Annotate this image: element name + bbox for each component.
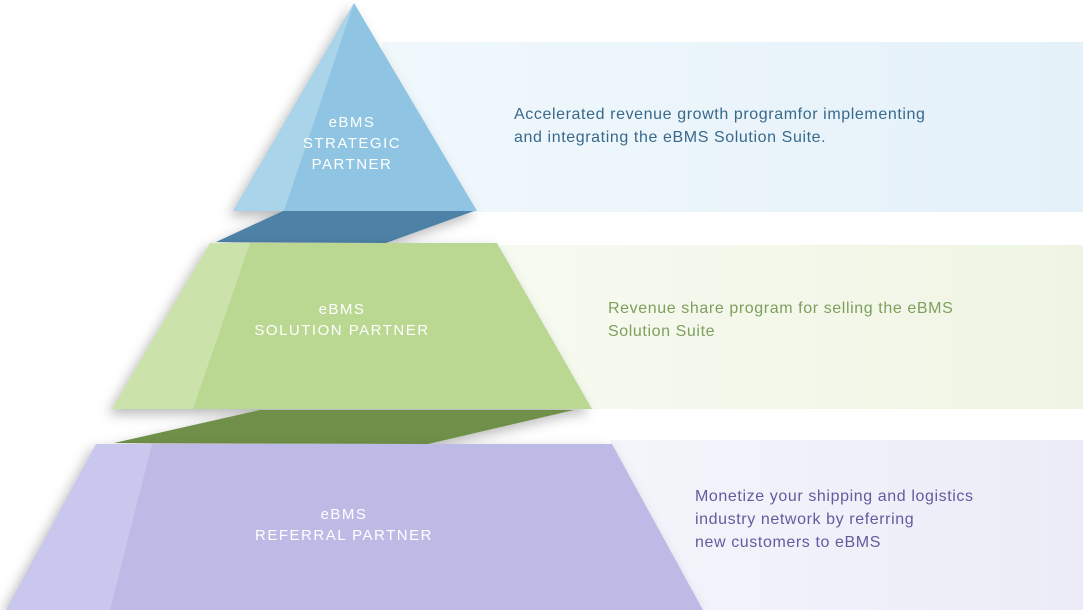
referral-desc-line2: industry network by referring bbox=[695, 511, 915, 528]
strategic-desc-line2: and integrating the eBMS Solution Suite. bbox=[514, 129, 827, 146]
solution-tier-description: Revenue share program for selling the eB… bbox=[608, 297, 953, 343]
referral-trapezoid-highlight bbox=[6, 444, 152, 610]
strategic-desc-line1: Accelerated revenue growth programfor im… bbox=[514, 106, 926, 123]
solution-tier-shape bbox=[112, 243, 592, 444]
referral-desc-line1: Monetize your shipping and logistics bbox=[695, 488, 974, 505]
strategic-tier-description: Accelerated revenue growth programfor im… bbox=[514, 103, 926, 149]
strategic-triangle-highlight bbox=[233, 3, 354, 211]
referral-label-line1: eBMS bbox=[320, 506, 368, 523]
solution-shadow-wedge bbox=[114, 410, 574, 444]
strategic-label-line1: eBMS bbox=[328, 114, 376, 131]
solution-desc-line1: Revenue share program for selling the eB… bbox=[608, 300, 954, 317]
strategic-tier-shape bbox=[216, 3, 477, 243]
solution-desc-line2: Solution Suite bbox=[608, 323, 716, 340]
referral-tier-description: Monetize your shipping and logistics ind… bbox=[695, 485, 974, 554]
solution-label-line2: SOLUTION PARTNER bbox=[254, 322, 430, 339]
referral-tier-shape bbox=[6, 444, 703, 610]
strategic-tier-label: eBMS STRATEGIC PARTNER bbox=[252, 112, 452, 175]
referral-label-line2: REFERRAL PARTNER bbox=[255, 527, 433, 544]
referral-tier-label: eBMS REFERRAL PARTNER bbox=[224, 504, 464, 546]
strategic-label-line2: STRATEGIC bbox=[302, 135, 402, 152]
strategic-label-line3: PARTNER bbox=[311, 156, 393, 173]
referral-desc-line3: new customers to eBMS bbox=[695, 534, 881, 551]
solution-trapezoid-highlight bbox=[112, 243, 250, 409]
referral-trapezoid bbox=[6, 444, 703, 610]
solution-panel bbox=[500, 245, 1083, 409]
strategic-shadow-wedge bbox=[216, 211, 474, 243]
solution-tier-label: eBMS SOLUTION PARTNER bbox=[222, 299, 462, 341]
referral-panel bbox=[610, 440, 1083, 610]
solution-label-line1: eBMS bbox=[318, 301, 366, 318]
strategic-panel bbox=[382, 42, 1083, 212]
